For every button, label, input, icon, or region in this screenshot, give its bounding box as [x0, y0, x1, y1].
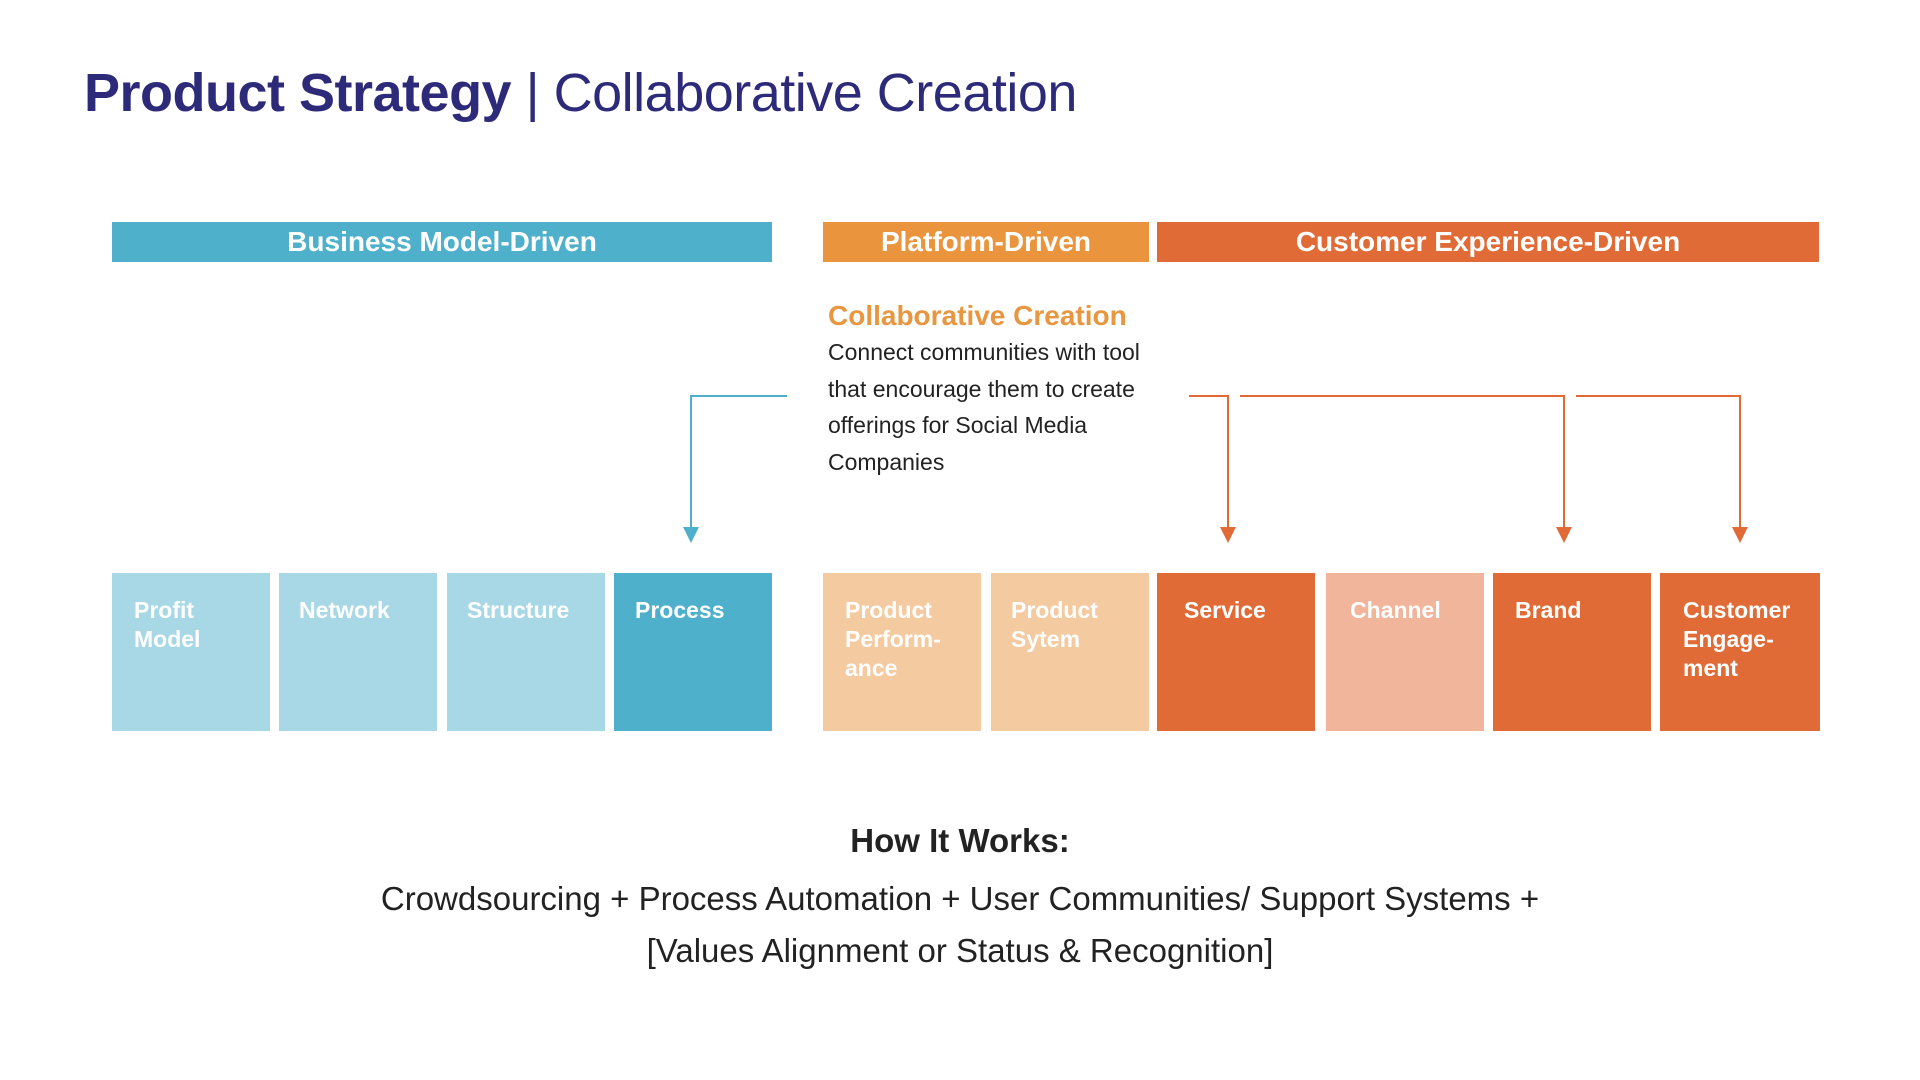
box-brand: Brand	[1493, 573, 1651, 731]
header-customer-experience-driven: Customer Experience-Driven	[1157, 222, 1819, 262]
box-profit-model: Profit Model	[112, 573, 270, 731]
header-platform-driven: Platform-Driven	[823, 222, 1149, 262]
how-it-works-line-1: Crowdsourcing + Process Automation + Use…	[380, 880, 1540, 917]
how-it-works-line-2: [Values Alignment or Status & Recognitio…	[646, 932, 1274, 969]
callout: Collaborative Creation Connect communiti…	[828, 298, 1158, 480]
arrow-to-service	[1189, 395, 1236, 543]
box-product-sytem: Product Sytem	[991, 573, 1149, 731]
box-process: Process	[614, 573, 772, 731]
title-rest: Collaborative Creation	[553, 63, 1078, 123]
box-channel: Channel	[1326, 573, 1484, 731]
page-title: Product Strategy | Collaborative Creatio…	[84, 62, 1077, 124]
how-it-works-title: How It Works:	[850, 822, 1070, 859]
arrow-to-brand	[1240, 395, 1572, 543]
header-business-model-driven: Business Model-Driven	[112, 222, 772, 262]
box-product-performance: Product Perform- ance	[823, 573, 981, 731]
title-bold: Product Strategy	[84, 63, 512, 123]
arrow-to-process	[683, 395, 787, 543]
callout-body: Connect communities with tool that encou…	[828, 339, 1140, 475]
box-customer-engagement: Customer Engage- ment	[1660, 573, 1820, 731]
arrow-to-customer-engagement	[1576, 395, 1748, 543]
box-service: Service	[1157, 573, 1315, 731]
title-separator: |	[511, 63, 554, 123]
callout-title: Collaborative Creation	[828, 300, 1127, 331]
box-network: Network	[279, 573, 437, 731]
box-structure: Structure	[447, 573, 605, 731]
